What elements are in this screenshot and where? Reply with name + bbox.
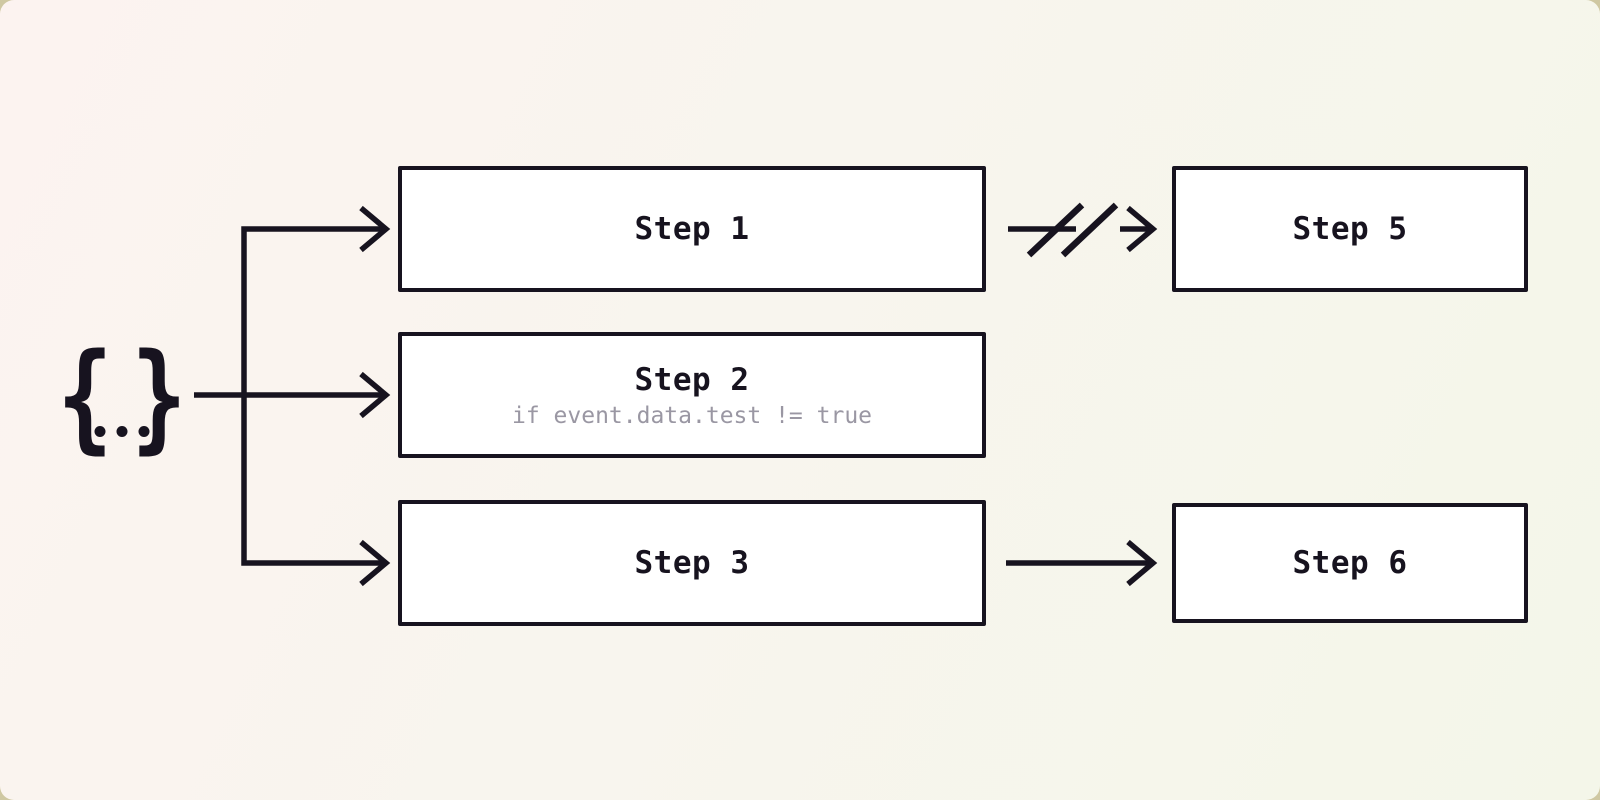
node-step-6: Step 6 xyxy=(1172,503,1528,623)
arrowhead-step5 xyxy=(1126,205,1158,253)
dot xyxy=(116,426,128,437)
arrowhead-step6 xyxy=(1126,539,1158,587)
step-label: Step 2 xyxy=(634,361,750,398)
edge-step1-step5-cancelled xyxy=(1008,202,1158,258)
dot xyxy=(138,426,150,437)
step-label: Step 5 xyxy=(1292,211,1408,247)
cancel-slash-1 xyxy=(1026,202,1085,258)
event-payload-icon: { } xyxy=(57,337,186,455)
dot xyxy=(94,426,106,437)
arrowhead-step1 xyxy=(359,205,391,253)
arrowhead-step3 xyxy=(359,539,391,587)
step-condition: if event.data.test != true xyxy=(511,402,873,429)
arrowhead-step2 xyxy=(359,371,391,419)
node-step-1: Step 1 xyxy=(398,166,986,292)
step-label: Step 1 xyxy=(634,211,750,247)
close-brace: } xyxy=(131,327,187,465)
ellipsis-dots xyxy=(94,426,150,437)
step-label: Step 6 xyxy=(1292,545,1408,581)
edge-step3-step6 xyxy=(1006,539,1158,587)
node-step-3: Step 3 xyxy=(398,500,986,626)
step-label: Step 3 xyxy=(634,545,750,581)
cancel-slash-2 xyxy=(1060,202,1119,258)
edge-source-step2 xyxy=(194,371,391,419)
node-step-2: Step 2 if event.data.test != true xyxy=(398,332,986,458)
node-step-5: Step 5 xyxy=(1172,166,1528,292)
